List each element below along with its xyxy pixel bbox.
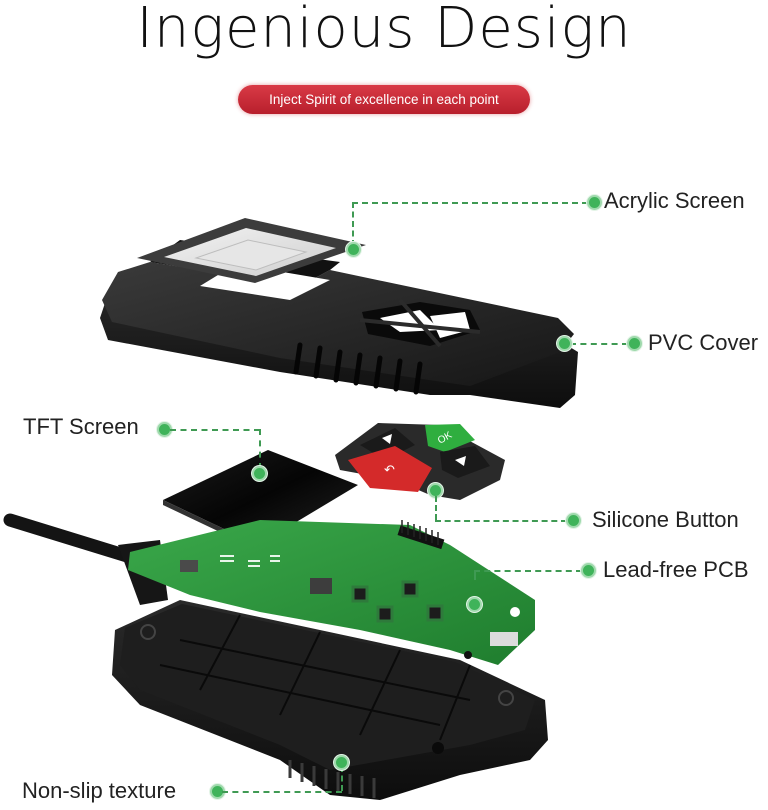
- acrylic-screen-leader-h: [352, 202, 588, 204]
- tft-screen-anchor-dot: [252, 466, 267, 481]
- pvc-cover-leader: [570, 343, 628, 345]
- tft-screen-leader-h: [170, 429, 260, 431]
- lead-free-pcb-leader-h: [474, 570, 582, 572]
- up-key: [360, 428, 415, 460]
- undo-arrow-icon: ↶: [384, 463, 395, 478]
- acrylic-screen-label-dot: [587, 195, 602, 210]
- lead-free-pcb-anchor-dot: [467, 597, 482, 612]
- silicone-button-leader-v: [435, 496, 437, 520]
- bottom-case-part: [112, 600, 548, 800]
- down-key: [440, 446, 490, 478]
- acrylic-screen-anchor-dot: [346, 242, 361, 257]
- callout-acrylic-screen: Acrylic Screen: [604, 188, 745, 213]
- callout-lead-free-pcb: Lead-free PCB: [603, 557, 749, 582]
- silicone-keypad-part: OK ↶: [335, 423, 505, 500]
- callout-non-slip-texture: Non-slip texture: [22, 778, 177, 803]
- acrylic-screen-leader-v: [352, 202, 354, 246]
- silicone-button-leader-h: [435, 520, 567, 522]
- lead-free-pcb-label-dot: [581, 563, 596, 578]
- callout-tft-screen: TFT Screen: [23, 414, 139, 439]
- non-slip-texture-leader-h: [222, 791, 342, 793]
- lead-free-pcb-leader-v: [474, 570, 476, 580]
- tft-screen-leader-v: [259, 429, 261, 469]
- pcb-part: [128, 520, 535, 665]
- non-slip-texture-anchor-dot: [334, 755, 349, 770]
- back-key: [348, 446, 432, 492]
- subtitle-badge: Inject Spirit of excellence in each poin…: [238, 85, 530, 114]
- page-title: Ingenious Design: [136, 0, 632, 61]
- callout-pvc-cover: PVC Cover: [648, 330, 759, 355]
- callout-silicone-button: Silicone Button: [592, 507, 739, 532]
- ok-key: [425, 424, 475, 452]
- non-slip-texture-leader-v: [341, 766, 343, 791]
- pvc-cover-anchor-dot: [557, 336, 572, 351]
- acrylic-screen-part: [137, 218, 366, 283]
- silicone-button-label-dot: [566, 513, 581, 528]
- pvc-cover-label-dot: [627, 336, 642, 351]
